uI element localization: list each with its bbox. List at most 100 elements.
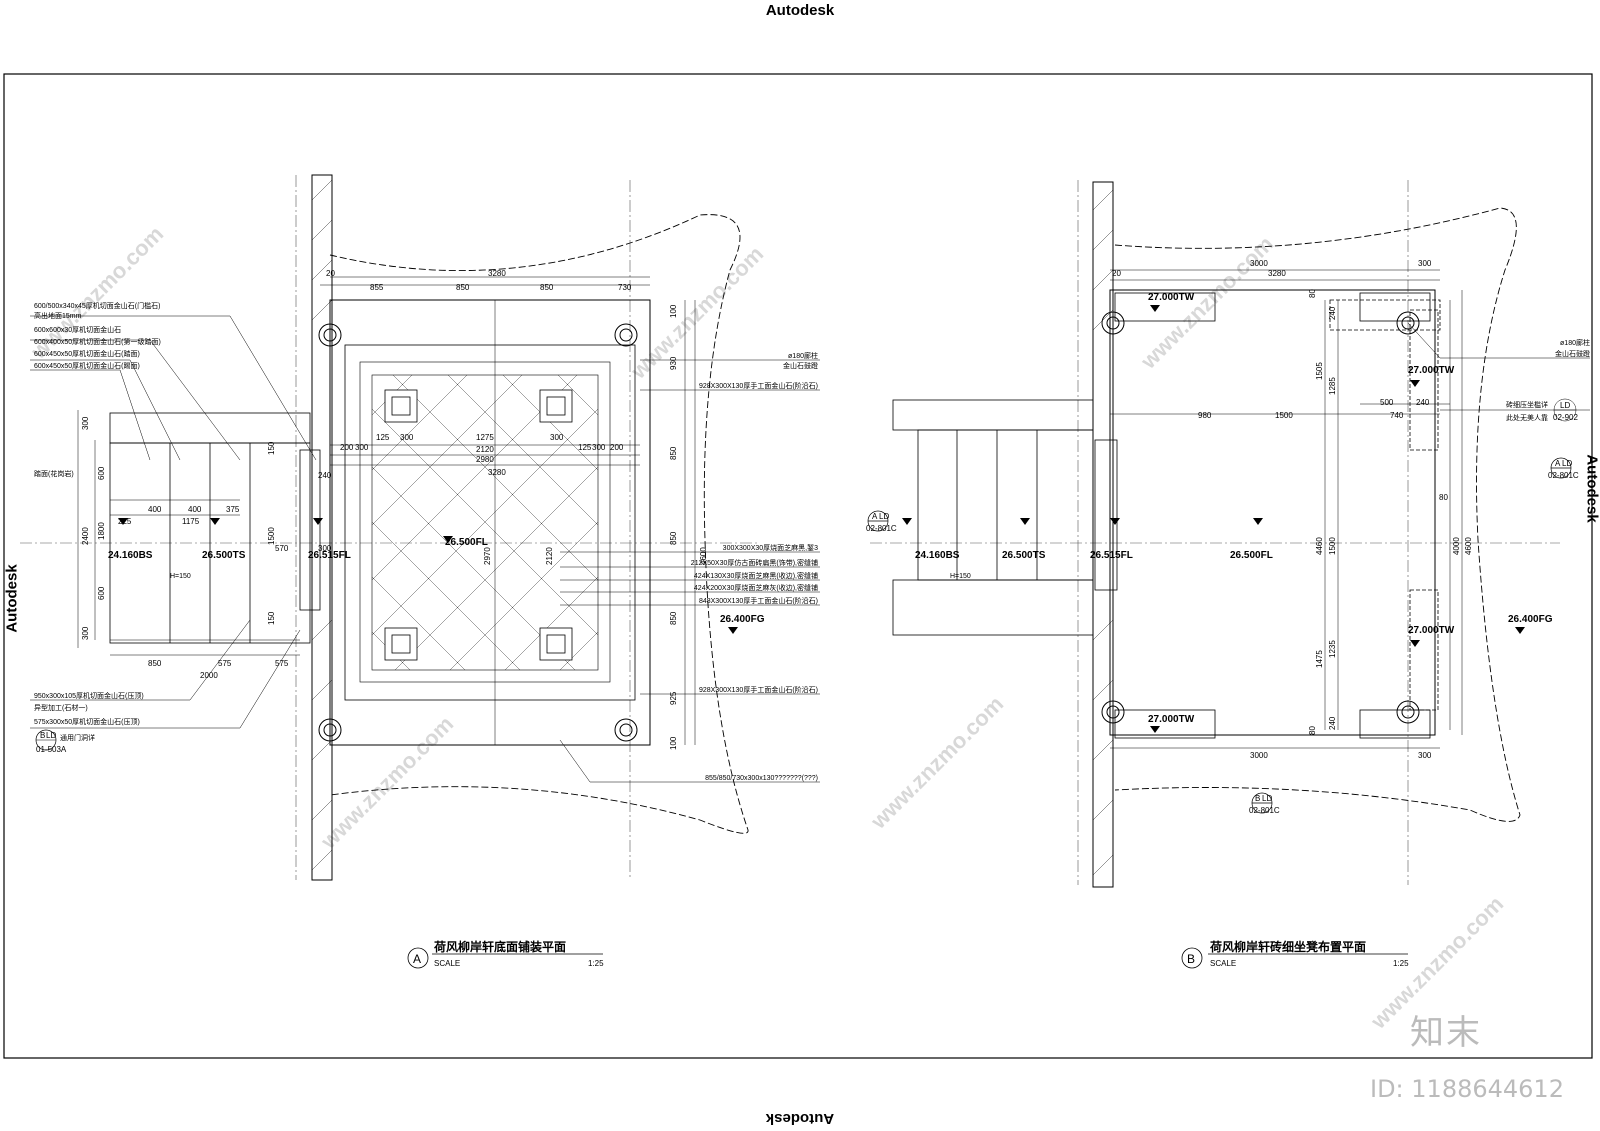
site-watermark: www.znzmo.com [865,691,1008,834]
dim-label: 850 [669,446,678,460]
plan-a-leaders [30,315,820,783]
dim-label: 575 [275,659,289,668]
dim-label: 850 [540,283,554,292]
note-left: 600/500x340x45厚机切面金山石(门槛石) [34,301,160,310]
dim-label: 80 [1439,493,1448,502]
plan-a-circle-letter: A [413,952,421,966]
ref-mid: LD [1560,401,1570,410]
plan-b-roof-outline [1114,207,1521,822]
plan-b-benches [1114,292,1441,739]
ref-top: A [872,512,878,521]
dim-label: 2400 [81,527,90,545]
plan-b-circle-letter: B [1187,952,1195,966]
ref-note: 通用门洞详 [60,733,95,742]
dim-label: 1235 [1328,640,1337,658]
dim-label: 20 [326,269,335,278]
dim-label: 1175 [182,517,200,526]
dim-label: 4000 [1452,537,1461,555]
dim-label: 240 [1328,716,1337,730]
plan-b-level-markers [902,305,1525,733]
dim-label: 1285 [1328,377,1337,395]
note-left: 600x400x50厚机切面金山石(第一级踏面) [34,337,161,346]
plan-a-scale: 1:25 [588,959,604,968]
dim-label: 375 [226,505,240,514]
note-right: 855/850/730x300x130???????(???) [705,775,818,782]
dim-label: 600 [97,586,106,600]
slope-label: H=150 [950,573,971,580]
dim-label: 240 [318,471,332,480]
dim-label: 300 [400,433,414,442]
dim-label: 570 [275,544,289,553]
note-right: ø180廊柱 [1560,338,1590,347]
dim-label: 4460 [1315,537,1324,555]
note-right: 424X130X30厚烧面芝麻黑(收边),密缝铺 [694,571,818,580]
dim-label: 300 [318,544,332,553]
dim-label: 150 [267,611,276,625]
dim-label: 150 [267,441,276,455]
plan-b-axis-lines [870,180,1560,885]
dim-label: 1505 [1315,362,1324,380]
image-id-label: ID: 1188644612 [1370,1075,1564,1103]
dim-label: 3000 [1250,751,1268,760]
note-right: 300X300X30厚烧面芝麻黑,錾3 [723,543,818,552]
dim-label: 300 [592,443,606,452]
dim-label: 740 [1390,411,1404,420]
note-right: 928X300X130厚手工面金山石(阶沿石) [699,685,818,694]
plan-b [867,180,1590,969]
dim-label: 100 [669,736,678,750]
dim-label: 300 [355,443,369,452]
note-right: 金山石鼓蹬 [783,361,818,370]
dim-label: 925 [669,691,678,705]
dim-label: 2970 [483,547,492,565]
note-right: 金山石鼓蹬 [1555,349,1590,358]
plan-b-section-refs [867,457,1572,814]
dim-label: 4600 [1464,537,1473,555]
note-bottom-left: 950x300x105厚机切面金山石(压顶) [34,691,144,700]
dim-label: 300 [1418,751,1432,760]
plan-a-dimension-lines [77,276,696,745]
plan-a-level-markers [118,518,738,634]
plan-a-scale-label: SCALE [434,959,460,968]
note-right: 砖细压坐槛详 [1506,400,1548,409]
dim-label: 125 [376,433,390,442]
plan-a-axis-lines [20,175,760,880]
note-right: 928X300X130厚手工面金山石(阶沿石) [699,381,818,390]
ref-sheet: 02-801C [1249,806,1280,815]
dim-label: 930 [669,356,678,370]
dim-label: 850 [669,531,678,545]
note-right: 424X200X30厚烧面芝麻灰(收边),密缝铺 [694,583,818,592]
note-right: ø180廊柱 [788,351,818,360]
plan-a-platform [329,299,651,746]
dim-label: 1500 [1328,537,1337,555]
dim-label: 240 [1328,306,1337,320]
dim-label: 2120 [476,445,494,454]
dim-label: 125 [578,443,592,452]
dim-label: 100 [669,304,678,318]
plan-b-leaders [1407,322,1590,422]
plan-a-text: 20 855 850 850 730 3280 200 300 125 300 … [34,269,818,968]
ref-top: B [1255,794,1260,803]
plan-a-border [344,344,636,701]
ref-sheet: 02-801C [866,524,897,533]
plan-b-text: 3000 300 20 3280 3000 300 4000 4600 240 … [866,259,1590,968]
dim-label: 1475 [1315,650,1324,668]
level-label: 26.515FL [308,550,351,561]
brand-stamp: 知末 [1410,1013,1482,1053]
dim-label: 600 [97,466,106,480]
dim-label: 225 [118,517,132,526]
ref-mid: LD [46,731,56,740]
plan-a-corner-motifs [384,389,573,661]
dim-label: 200 [340,443,354,452]
dim-label: 4600 [699,547,708,565]
note-right: 212X50X30厚仿古面砖扁黑(饰带),密缝铺 [691,558,818,567]
plan-b-platform [1109,289,1436,736]
dim-label: 500 [1380,398,1394,407]
level-label: 27.000TW [1408,625,1455,636]
dim-label: 1500 [267,527,276,545]
autodesk-watermark-top: Autodesk [765,2,835,19]
plan-a-roof-outline [329,214,749,834]
plan-b-dimension-lines [1110,269,1463,749]
level-label: 27.000TW [1408,365,1455,376]
note-left: 600x600x30厚机切面金山石 [34,325,121,334]
